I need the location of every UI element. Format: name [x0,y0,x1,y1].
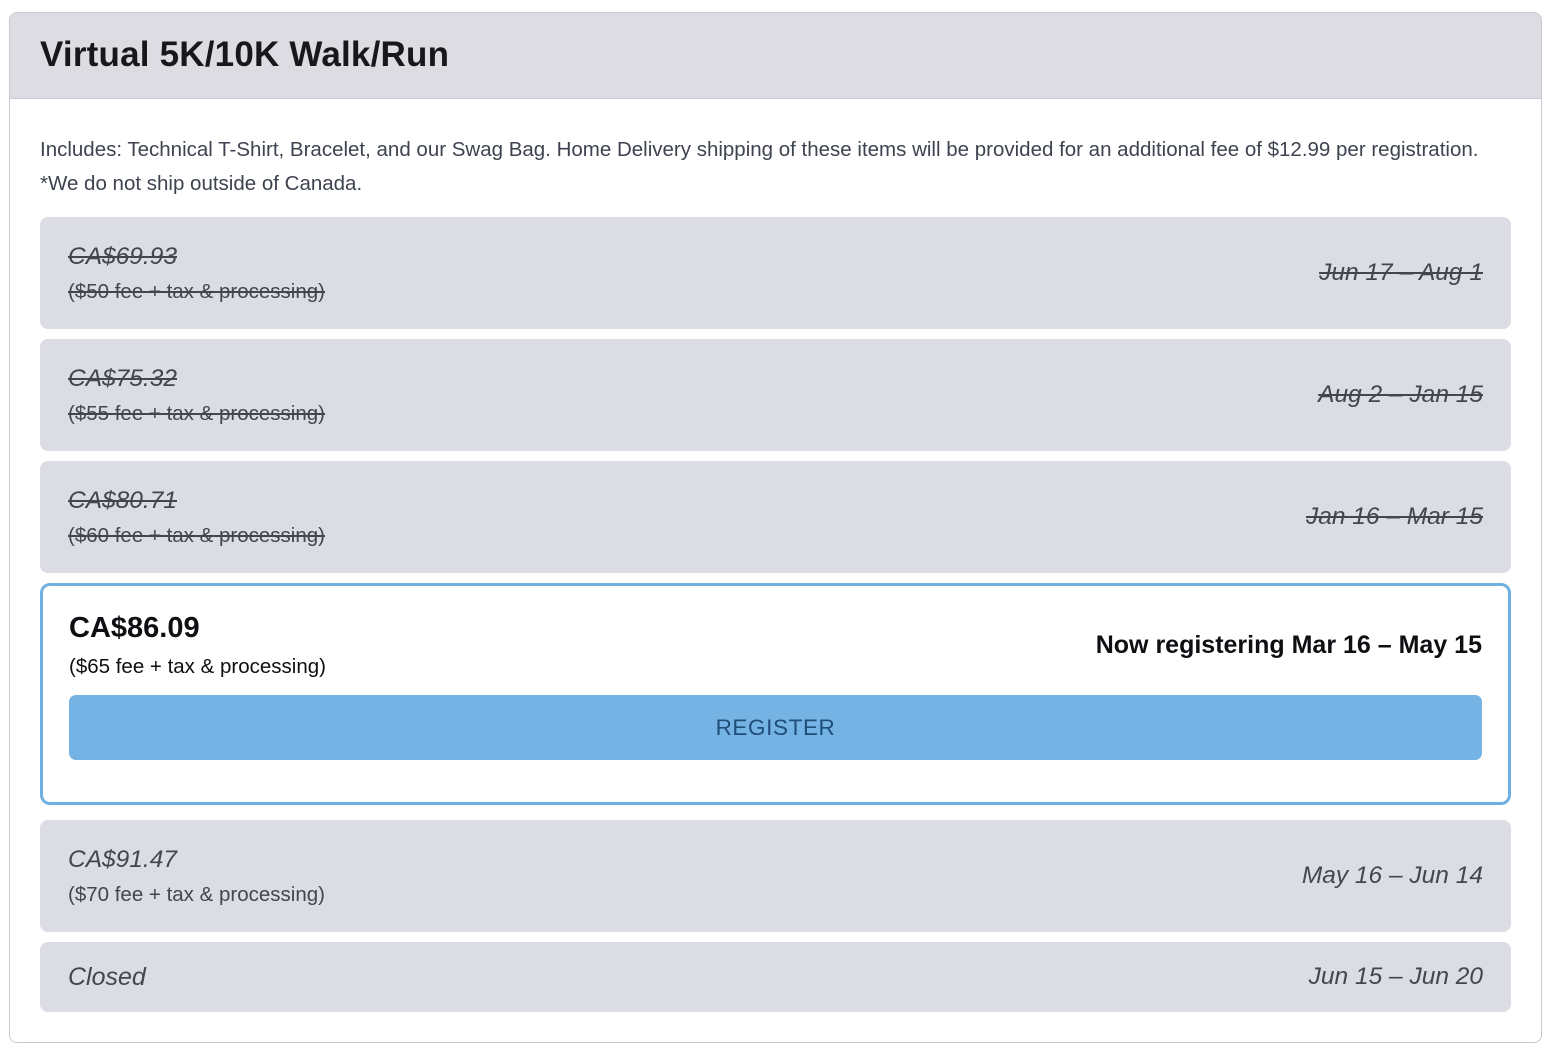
tier-row: Closed Jun 15 – Jun 20 [68,963,1483,992]
pricing-tier-past: CA$80.71 ($60 fee + tax & processing) Jan … [40,461,1511,573]
tier-price: CA$86.09 [69,612,200,644]
tier-price-block: CA$80.71 ($60 fee + tax & processing) [68,487,325,548]
tier-price: CA$80.71 [68,486,177,514]
tier-fee: ($70 fee + tax & processing) [68,882,325,906]
tier-fee: ($65 fee + tax & processing) [69,655,326,678]
tier-row: CA$91.47 ($70 fee + tax & processing) May … [68,846,1483,907]
tier-price: CA$69.93 [68,242,177,270]
pricing-tier-future: CA$91.47 ($70 fee + tax & processing) May … [40,820,1511,932]
tier-price: CA$91.47 [68,845,177,873]
pricing-tier-past: CA$69.93 ($50 fee + tax & processing) Jun … [40,217,1511,329]
tier-fee: ($60 fee + tax & processing) [68,523,325,547]
tier-price-block: CA$75.32 ($55 fee + tax & processing) [68,365,325,426]
tier-price: CA$75.32 [68,364,177,392]
card-header: Virtual 5K/10K Walk/Run [10,13,1541,99]
tier-row: CA$86.09 ($65 fee + tax & processing) Now … [69,612,1482,679]
tier-price-block: Closed [68,963,146,992]
tier-price: Closed [68,962,146,991]
pricing-tier-active: CA$86.09 ($65 fee + tax & processing) Now … [40,583,1511,805]
tier-price-block: CA$86.09 ($65 fee + tax & processing) [69,612,326,679]
register-button[interactable]: REGISTER [69,695,1482,760]
event-registration-card: Virtual 5K/10K Walk/Run Includes: Techni… [9,12,1542,1043]
tier-fee: ($50 fee + tax & processing) [68,279,325,303]
tier-dates: Jun 17 – Aug 1 [1319,259,1483,286]
event-description: Includes: Technical T-Shirt, Bracelet, a… [40,138,1479,195]
tier-price-block: CA$69.93 ($50 fee + tax & processing) [68,243,325,304]
pricing-tier-closed: Closed Jun 15 – Jun 20 [40,942,1511,1012]
tier-row: CA$69.93 ($50 fee + tax & processing) Jun … [68,243,1483,304]
tier-dates: Jun 15 – Jun 20 [1308,963,1483,990]
card-body: Includes: Technical T-Shirt, Bracelet, a… [10,99,1541,1042]
tier-dates: Jan 16 – Mar 15 [1305,503,1483,530]
page-title: Virtual 5K/10K Walk/Run [40,35,450,74]
tier-price-block: CA$91.47 ($70 fee + tax & processing) [68,846,325,907]
pricing-tier-past: CA$75.32 ($55 fee + tax & processing) Aug … [40,339,1511,451]
tier-dates: May 16 – Jun 14 [1301,862,1483,889]
tier-row: CA$75.32 ($55 fee + tax & processing) Aug … [68,365,1483,426]
tier-dates: Aug 2 – Jan 15 [1318,381,1483,408]
tier-row: CA$80.71 ($60 fee + tax & processing) Jan … [68,487,1483,548]
tier-dates: Now registering Mar 16 – May 15 [1095,631,1482,659]
pricing-tier-list: CA$69.93 ($50 fee + tax & processing) Jun … [40,217,1511,1012]
tier-fee: ($55 fee + tax & processing) [68,401,325,425]
